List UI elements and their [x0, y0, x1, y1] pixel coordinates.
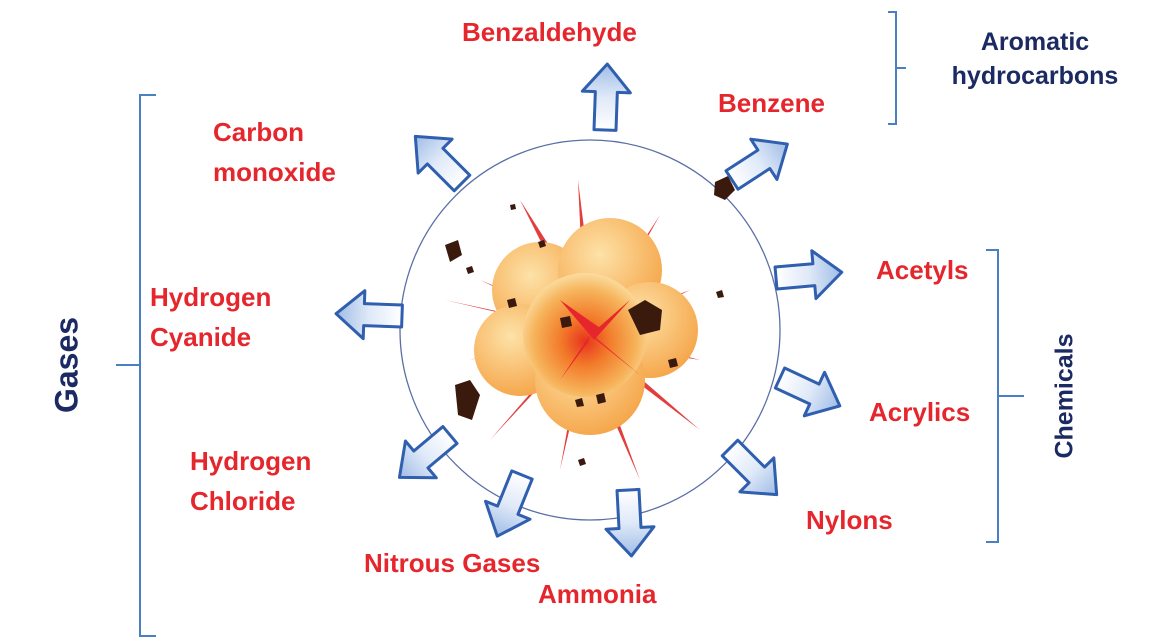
label-hydrogen-cyanide-line1: Hydrogen	[150, 277, 271, 317]
arrow-to-carbon-monoxide	[398, 119, 479, 200]
fire-core	[523, 273, 647, 397]
label-nitrous-gases: Nitrous Gases	[364, 545, 540, 582]
label-hydrogen-cyanide: Hydrogen Cyanide	[150, 277, 271, 357]
arrow-to-acetyls	[774, 248, 844, 302]
group-aromatic-line1: Aromatic	[932, 25, 1138, 59]
debris-chunk	[510, 204, 516, 210]
label-carbon-monoxide-line2: monoxide	[213, 152, 336, 192]
arrow-to-nitrous-gases	[475, 466, 544, 545]
group-aromatic-hydrocarbons: Aromatic hydrocarbons	[932, 25, 1138, 93]
debris-chunk	[466, 266, 474, 274]
arrow-to-hydrogen-chloride	[384, 417, 465, 496]
debris-chunk	[455, 380, 480, 420]
group-gases: Gases	[49, 317, 86, 413]
gases-bracket	[116, 95, 156, 636]
arrow-to-acrylics	[770, 356, 850, 427]
chemicals-bracket	[986, 250, 1024, 542]
debris-chunk	[578, 458, 586, 466]
label-ammonia: Ammonia	[538, 576, 656, 613]
group-aromatic-line2: hydrocarbons	[932, 59, 1138, 93]
arrow-to-nylons	[713, 431, 794, 512]
debris-chunk	[716, 290, 724, 298]
aromatic-bracket	[888, 12, 906, 124]
label-carbon-monoxide: Carbon monoxide	[213, 112, 336, 192]
label-benzene: Benzene	[718, 85, 825, 122]
label-carbon-monoxide-line1: Carbon	[213, 112, 336, 152]
label-nylons: Nylons	[806, 502, 893, 539]
label-hydrogen-chloride-line2: Chloride	[190, 481, 311, 521]
arrow-to-ammonia	[604, 489, 655, 557]
label-benzaldehyde: Benzaldehyde	[462, 14, 637, 51]
arrow-to-hydrogen-cyanide	[335, 290, 403, 340]
group-chemicals: Chemicals	[1051, 333, 1080, 458]
label-acetyls: Acetyls	[876, 252, 969, 289]
label-acrylics: Acrylics	[869, 394, 970, 431]
debris-chunk	[445, 240, 462, 262]
explosion-icon	[445, 176, 735, 480]
arrow-to-benzaldehyde	[581, 63, 631, 131]
label-hydrogen-cyanide-line2: Cyanide	[150, 317, 271, 357]
debris-chunk	[560, 316, 572, 328]
label-hydrogen-chloride-line1: Hydrogen	[190, 441, 311, 481]
label-hydrogen-chloride: Hydrogen Chloride	[190, 441, 311, 521]
